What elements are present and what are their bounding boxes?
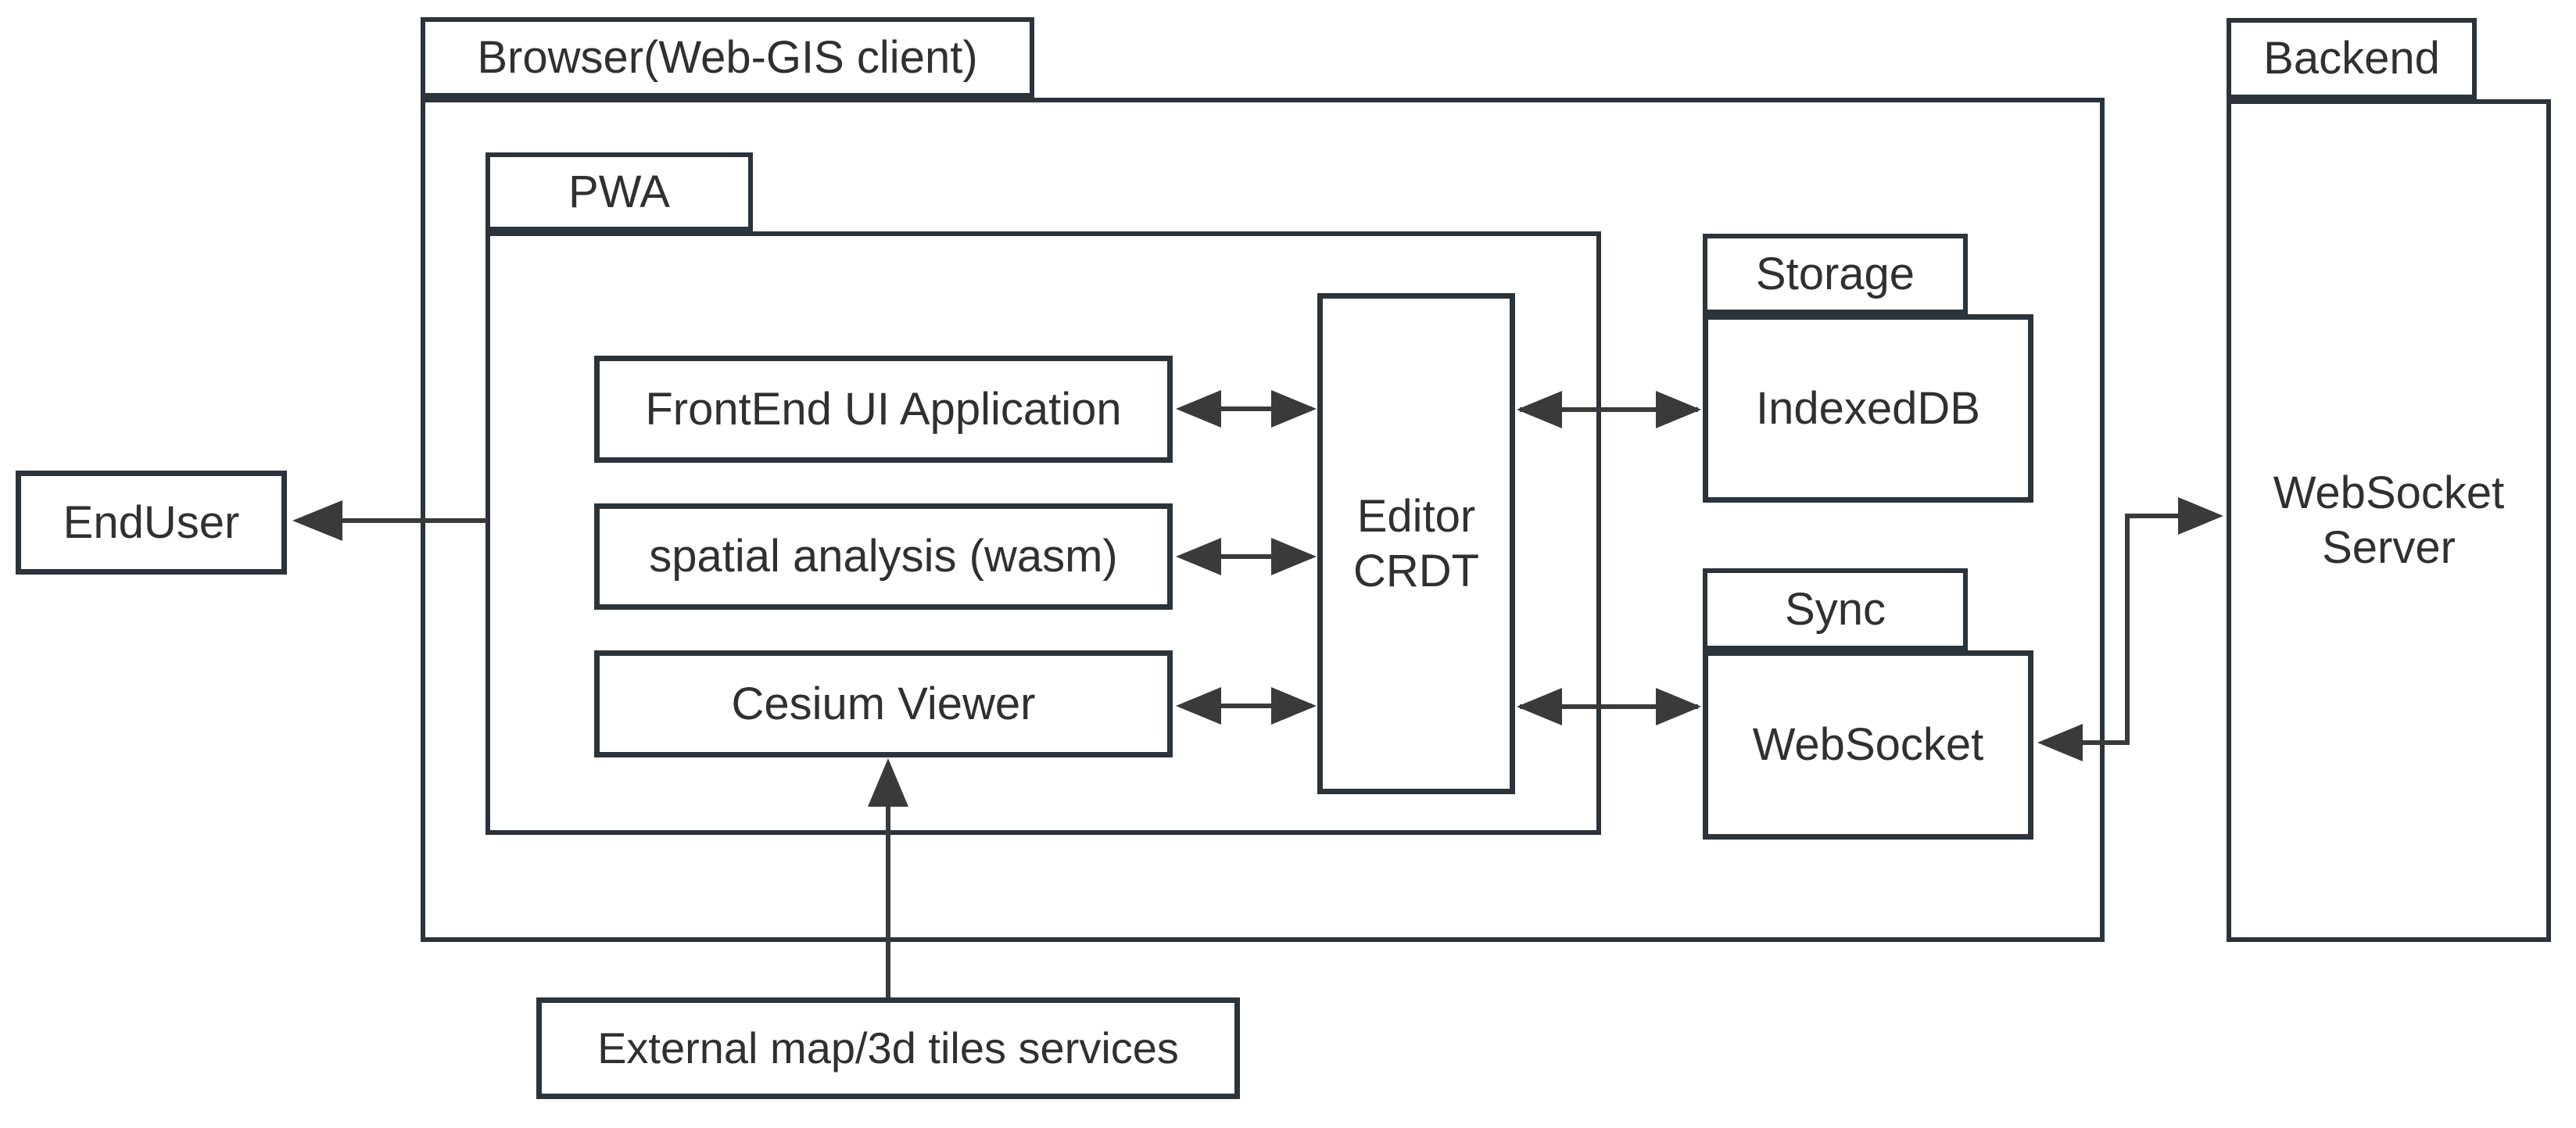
node-spatial-analysis-wasm: spatial analysis (wasm) xyxy=(594,503,1173,610)
pwa-label-text: PWA xyxy=(568,166,670,217)
node-cesium-viewer: Cesium Viewer xyxy=(594,650,1173,757)
storage-label-text: Storage xyxy=(1755,248,1915,299)
node-websocket: WebSocket xyxy=(1703,650,2033,840)
external-label-text: External map/3d tiles services xyxy=(597,1023,1179,1073)
sync-container-label: Sync xyxy=(1703,568,1968,650)
storage-container-label: Storage xyxy=(1703,234,1968,314)
node-enduser: EndUser xyxy=(16,471,287,575)
node-editor-crdt: Editor CRDT xyxy=(1317,293,1515,794)
backend-container-label: Backend xyxy=(2227,18,2477,99)
websocket-server-label-line1: WebSocket xyxy=(2273,467,2505,519)
arrowhead-left xyxy=(292,500,342,541)
sync-label-text: Sync xyxy=(1785,583,1886,635)
browser-container-label: Browser(Web-GIS client) xyxy=(421,17,1034,98)
node-indexeddb: IndexedDB xyxy=(1703,314,2033,503)
enduser-label-text: EndUser xyxy=(63,496,240,548)
websocket-label-text: WebSocket xyxy=(1752,719,1984,771)
indexeddb-label-text: IndexedDB xyxy=(1756,382,1980,434)
editor-label-line1: Editor xyxy=(1356,490,1476,542)
node-external-map-3d-tiles-services: External map/3d tiles services xyxy=(536,997,1240,1099)
editor-label-line2: CRDT xyxy=(1352,545,1480,596)
backend-container: WebSocket Server xyxy=(2227,99,2551,942)
node-frontend-ui-application: FrontEnd UI Application xyxy=(594,356,1173,463)
pwa-container-label: PWA xyxy=(485,152,753,231)
frontend-label-text: FrontEnd UI Application xyxy=(645,383,1122,435)
browser-label-text: Browser(Web-GIS client) xyxy=(477,31,978,83)
arrowhead-into-backend xyxy=(2178,497,2223,535)
websocket-server-label-line2: Server xyxy=(2322,522,2456,573)
backend-label-text: Backend xyxy=(2263,33,2440,84)
spatial-label-text: spatial analysis (wasm) xyxy=(649,531,1118,582)
cesium-label-text: Cesium Viewer xyxy=(731,678,1036,729)
